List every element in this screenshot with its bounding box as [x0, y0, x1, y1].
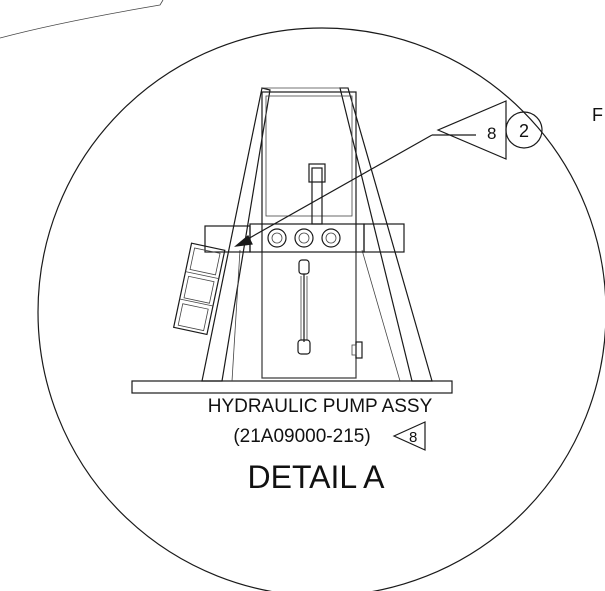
- manifold-nut-1: [267, 228, 287, 248]
- reservoir-tank: [261, 91, 357, 379]
- sight-gauge: [297, 259, 311, 355]
- support-frame: [201, 87, 433, 382]
- callout-leader: [234, 134, 476, 247]
- manifold-nut-3: [321, 228, 341, 248]
- detail-title: DETAIL A: [248, 459, 386, 495]
- part-name-label: HYDRAULIC PUMP ASSY: [208, 396, 433, 417]
- item-balloon: [505, 111, 543, 149]
- callout-flag-number: 8: [487, 124, 496, 143]
- cropped-leader-line: [0, 0, 164, 39]
- drain-fitting: [351, 341, 363, 359]
- base-plate: [131, 380, 453, 394]
- margin-zone-letter: F: [592, 105, 603, 125]
- part-number-flag-triangle: [392, 421, 426, 451]
- part-number-flag-number: 8: [409, 429, 417, 446]
- part-number-label: (21A09000-215): [233, 426, 370, 447]
- manifold-nut-2: [294, 228, 314, 248]
- item-balloon-number: 2: [519, 121, 529, 141]
- filler-pipe: [308, 163, 326, 225]
- detail-circle: [37, 27, 605, 591]
- side-electrical-box: [172, 242, 226, 336]
- right-arm: [363, 223, 405, 253]
